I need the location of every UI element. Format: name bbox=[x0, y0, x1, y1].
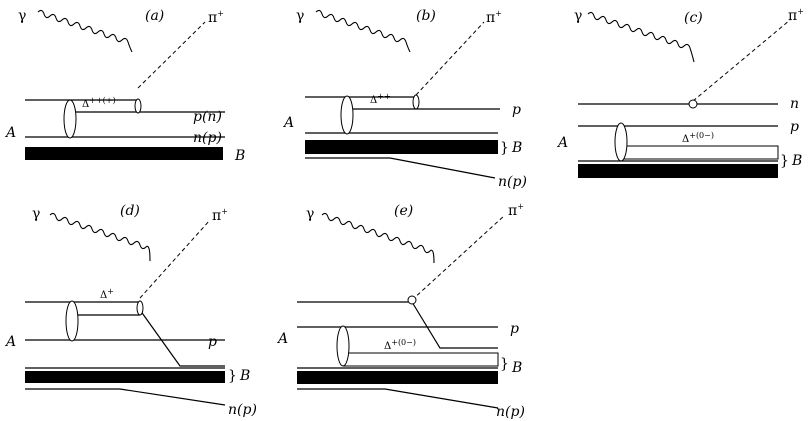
nucleus-b-label-e: B bbox=[511, 360, 522, 376]
brace-b: } bbox=[500, 140, 509, 156]
nucleus-vertex-c bbox=[614, 122, 628, 162]
delta-label-e: Δ+(0−) bbox=[384, 338, 416, 352]
neutron-label-d: n(p) bbox=[228, 402, 257, 418]
nucleus-b-label-a: B bbox=[234, 148, 245, 164]
proton-label-d: p bbox=[208, 334, 217, 350]
panel-label-b: (b) bbox=[416, 8, 436, 24]
residual-nucleus-bar-d bbox=[25, 371, 225, 383]
pion-vertex-b bbox=[412, 94, 420, 110]
proton-label-a: p(n) bbox=[193, 109, 222, 125]
photon-line-e bbox=[321, 212, 435, 264]
photon-label-e: γ bbox=[306, 206, 314, 222]
nucleus-vertex-a bbox=[63, 99, 77, 139]
photon-line-a bbox=[37, 9, 133, 53]
proton-label-e: p bbox=[510, 321, 519, 337]
panel-d: (d) γ π+ Δ+ p n(p) A } B bbox=[4, 203, 257, 418]
photon-line-c bbox=[587, 11, 695, 63]
outgoing-nucleon-line-e bbox=[411, 301, 498, 349]
nucleus-a-label-c: A bbox=[556, 135, 568, 151]
photon-line-b bbox=[315, 9, 411, 53]
nucleus-a-label-e: A bbox=[276, 331, 288, 347]
photon-label-c: γ bbox=[574, 8, 582, 24]
brace-d: } bbox=[228, 368, 237, 384]
nucleus-vertex-b bbox=[340, 95, 354, 135]
residual-nucleus-bar-b bbox=[305, 140, 498, 154]
delta-label-b: Δ++ bbox=[370, 92, 391, 106]
photon-label-a: γ bbox=[18, 8, 26, 24]
proton-label-c: p bbox=[790, 119, 799, 135]
panel-a: (a) γ π+ Δ++(+) p(n) n(p) A B bbox=[4, 8, 245, 164]
pion-label-e: π+ bbox=[508, 202, 524, 219]
delta-label-d: Δ+ bbox=[100, 287, 114, 301]
residual-nucleus-bar-c bbox=[578, 164, 778, 178]
nucleus-a-label-a: A bbox=[4, 125, 16, 141]
pion-vertex-c bbox=[688, 99, 698, 109]
panel-label-e: (e) bbox=[394, 203, 413, 219]
proton-label-b: p bbox=[512, 102, 521, 118]
panel-e: (e) γ π+ Δ+(0−) p n(p) A } B bbox=[276, 202, 525, 420]
nucleus-a-label-b: A bbox=[282, 115, 294, 131]
nucleus-b-label-d: B bbox=[239, 368, 250, 384]
pion-label-c: π+ bbox=[788, 7, 804, 24]
panel-b: (b) γ π+ Δ++ p n(p) A } B bbox=[282, 8, 527, 190]
neutron-label-b: n(p) bbox=[498, 174, 527, 190]
panel-label-c: (c) bbox=[684, 10, 703, 26]
outgoing-neutron-line-d bbox=[25, 388, 226, 406]
nucleus-vertex-d bbox=[65, 300, 79, 342]
neutron-label-c: n bbox=[790, 96, 799, 112]
pion-line-d bbox=[139, 219, 211, 299]
pion-line-a bbox=[137, 21, 206, 89]
nucleus-a-label-d: A bbox=[4, 334, 16, 350]
residual-nucleus-bar-e bbox=[297, 371, 498, 384]
delta-label-c: Δ+(0−) bbox=[682, 131, 714, 145]
pion-label-d: π+ bbox=[212, 207, 228, 224]
photon-line-d bbox=[49, 212, 151, 262]
pion-label-a: π+ bbox=[208, 9, 224, 26]
panel-c: (c) γ π+ Δ+(0−) n p A } B bbox=[556, 7, 804, 178]
residual-nucleus-bar-a bbox=[25, 147, 223, 160]
pion-vertex-e bbox=[407, 295, 417, 305]
delta-label-a: Δ++(+) bbox=[82, 96, 116, 110]
pion-vertex-d bbox=[136, 300, 144, 316]
panel-label-a: (a) bbox=[145, 8, 164, 24]
pion-label-b: π+ bbox=[486, 9, 502, 26]
nucleus-vertex-e bbox=[336, 325, 350, 367]
outgoing-neutron-line-b bbox=[305, 157, 496, 179]
brace-e: } bbox=[500, 356, 509, 372]
nucleus-b-label-c: B bbox=[791, 153, 802, 169]
pion-line-b bbox=[415, 21, 485, 96]
photon-label-d: γ bbox=[32, 206, 40, 222]
photon-label-b: γ bbox=[296, 8, 304, 24]
outgoing-neutron-line-e bbox=[297, 388, 499, 409]
outgoing-nucleon-line-d bbox=[139, 309, 225, 367]
nucleus-b-label-b: B bbox=[511, 140, 522, 156]
delta-line-e bbox=[342, 352, 499, 367]
pion-vertex-a bbox=[134, 98, 142, 114]
pion-line-e bbox=[411, 214, 506, 301]
neutron-label-a: n(p) bbox=[193, 130, 222, 146]
neutron-label-e: n(p) bbox=[496, 404, 525, 420]
panel-label-d: (d) bbox=[120, 203, 140, 219]
delta-line-c bbox=[619, 145, 779, 160]
brace-c: } bbox=[780, 153, 789, 169]
pion-line-c bbox=[692, 19, 791, 102]
